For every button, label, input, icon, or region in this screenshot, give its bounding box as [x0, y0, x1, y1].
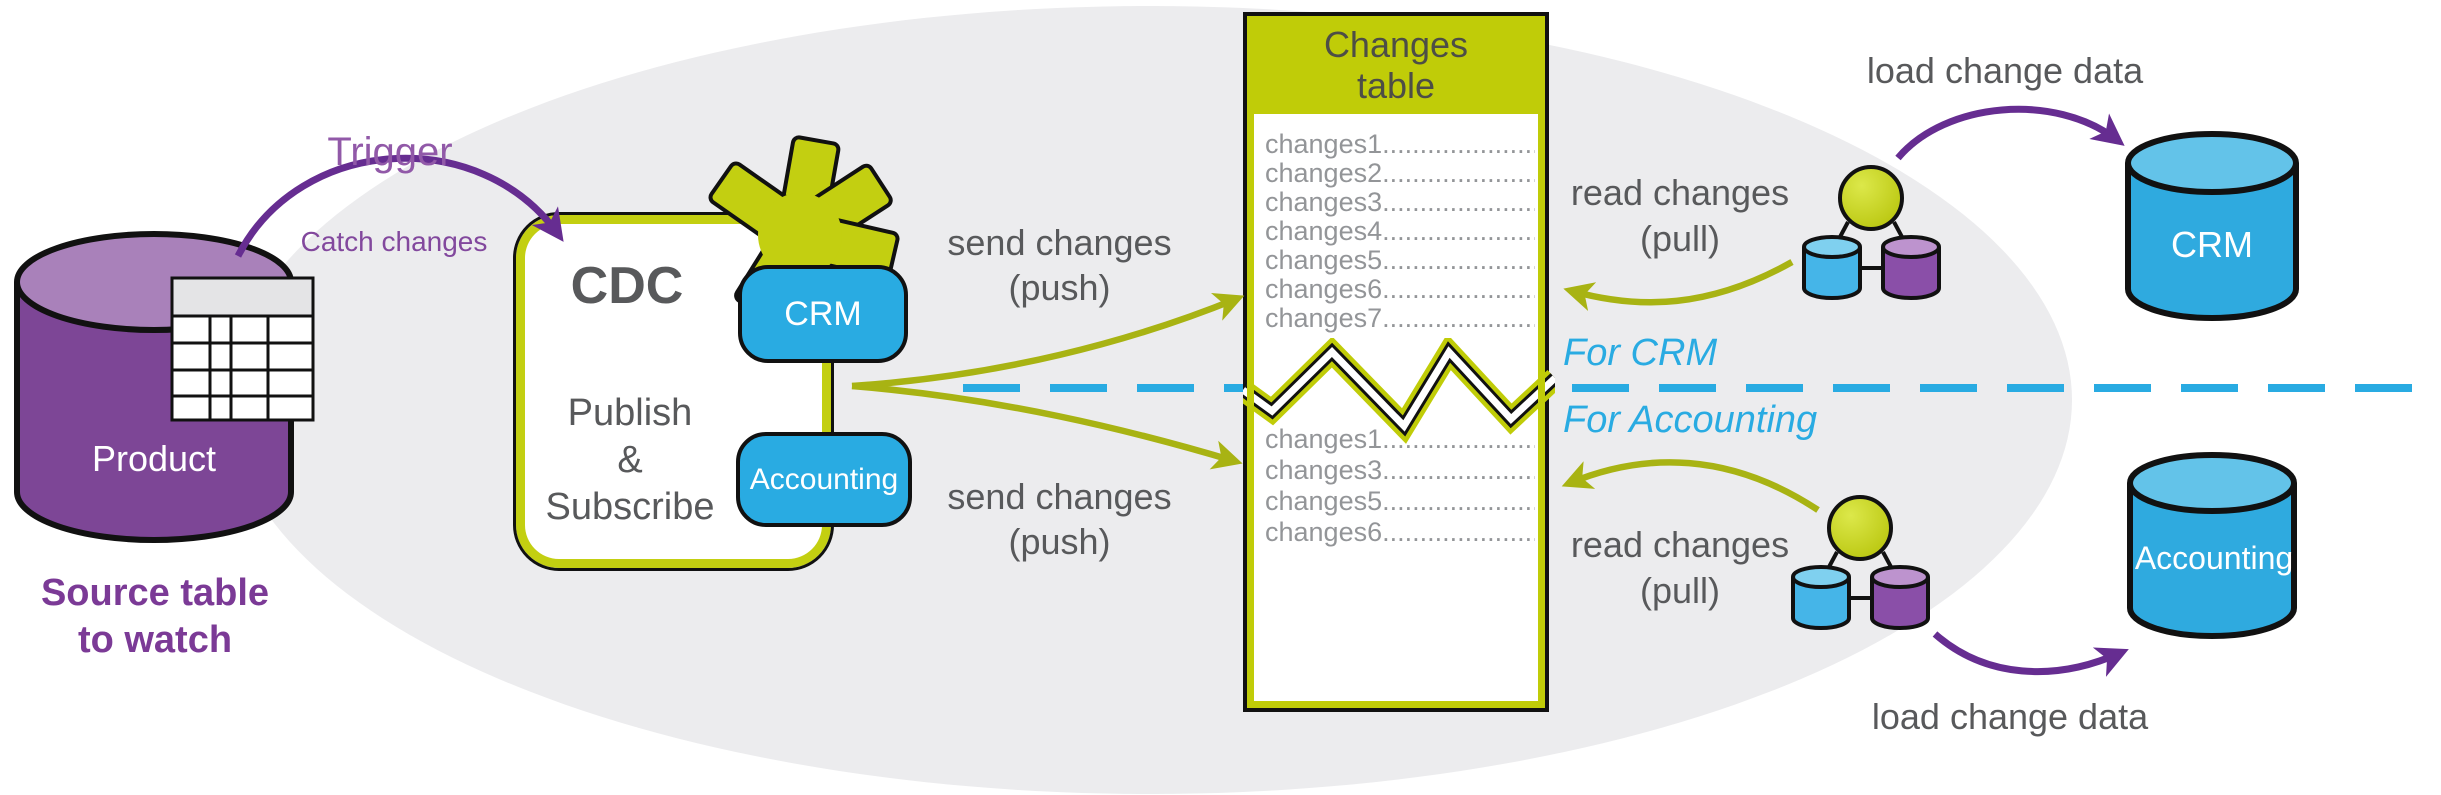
subscribe-line: Subscribe: [545, 486, 715, 528]
read-changes-accounting-line1: read changes: [1570, 524, 1790, 565]
send-changes-accounting-line1: send changes: [947, 476, 1172, 517]
changes-table-title-line1: Changes: [1323, 24, 1469, 65]
lane-label-accounting: For Accounting: [1563, 399, 1818, 441]
crm-database-label: CRM: [2171, 224, 2253, 265]
subscriber-badge-crm: CRM: [738, 265, 908, 363]
publish-line: Publish: [567, 392, 693, 434]
table-row: changes6.......................: [1265, 517, 1535, 547]
trigger-label: Trigger: [327, 130, 453, 174]
subscriber-badge-accounting: Accounting: [736, 432, 912, 527]
changes-table: Changes table changes1..................…: [1243, 12, 1555, 712]
send-changes-crm-line2: (push): [1008, 267, 1111, 308]
subscriber-badge-crm-label: CRM: [784, 294, 862, 333]
source-database-label: Product: [91, 438, 217, 479]
accounting-database-label: Accounting: [2134, 540, 2294, 576]
changes-rows-accounting: changes1....................... changes3…: [1265, 424, 1535, 548]
table-row: changes1.......................: [1265, 130, 1535, 159]
table-row: changes5.......................: [1265, 486, 1535, 516]
torn-edge-zigzag-icon: [1243, 338, 1555, 444]
read-changes-crm-label: read changes (pull): [1530, 170, 1830, 262]
changes-rows-crm: changes1....................... changes2…: [1265, 130, 1535, 333]
load-change-data-crm-label: load change data: [1866, 50, 2144, 91]
source-table-caption-line1: Source table: [40, 572, 270, 614]
publish-subscribe-label: Publish & Subscribe: [500, 390, 760, 531]
cdc-title: CDC: [570, 257, 684, 315]
table-row: changes5.......................: [1265, 245, 1535, 275]
load-change-data-crm-arrow: [1895, 105, 2125, 161]
table-row: changes3.......................: [1265, 455, 1535, 485]
read-changes-crm-line1: read changes: [1570, 172, 1790, 213]
read-changes-accounting-label: read changes (pull): [1530, 522, 1830, 614]
changes-table-title-line2: table: [1356, 65, 1436, 106]
source-table-caption: Source table to watch: [0, 570, 310, 664]
catch-changes-label: Catch changes: [300, 226, 488, 257]
ampersand-line: &: [617, 439, 643, 481]
read-changes-accounting-line2: (pull): [1639, 570, 1720, 611]
read-changes-crm-line2: (pull): [1639, 218, 1720, 259]
send-changes-accounting-label: send changes (push): [907, 474, 1212, 564]
subscriber-badge-accounting-label: Accounting: [749, 462, 899, 496]
changes-table-header: Changes table: [1247, 16, 1545, 114]
send-changes-accounting-line2: (push): [1008, 521, 1111, 562]
load-change-data-accounting-label: load change data: [1871, 696, 2149, 737]
table-row: changes3.......................: [1265, 187, 1535, 217]
send-changes-crm-label: send changes (push): [907, 220, 1212, 310]
table-row: changes6.......................: [1265, 274, 1535, 304]
send-changes-crm-line1: send changes: [947, 222, 1172, 263]
table-row: changes7.......................: [1265, 303, 1535, 333]
lane-label-crm: For CRM: [1563, 332, 1718, 374]
table-row: changes4.......................: [1265, 216, 1535, 246]
load-change-data-accounting-arrow: [1932, 631, 2129, 677]
table-row: changes2.......................: [1265, 158, 1535, 188]
source-table-caption-line2: to watch: [77, 619, 233, 661]
